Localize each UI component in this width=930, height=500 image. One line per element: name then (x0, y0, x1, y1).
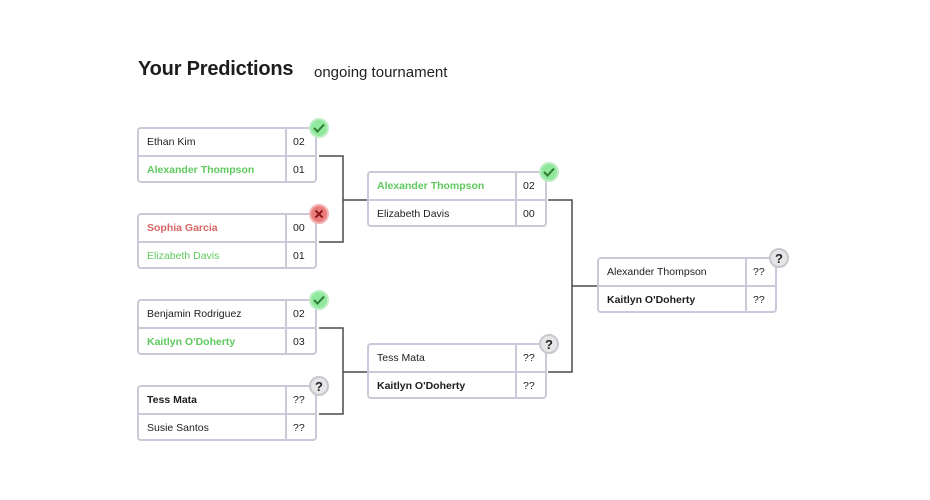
player-row: Kaitlyn O'Doherty?? (369, 371, 545, 399)
player-row: Ethan Kim 02 (139, 129, 315, 155)
player-name: Tess Mata (147, 394, 197, 406)
player-score: ?? (515, 345, 545, 371)
player-score: 02 (285, 129, 315, 155)
player-name: Kaitlyn O'Doherty (607, 294, 696, 306)
player-row: Kaitlyn O'Doherty 03 (139, 327, 315, 355)
player-score: ?? (285, 415, 315, 441)
checkmark-icon (309, 118, 329, 138)
player-name: Kaitlyn O'Doherty (147, 336, 236, 348)
player-row: Alexander Thompson 01 (139, 155, 315, 183)
player-name: Sophia Garcia (147, 222, 218, 234)
player-name: Kaitlyn O'Doherty (377, 380, 466, 392)
player-name: Tess Mata (377, 352, 425, 364)
player-score: 02 (515, 173, 545, 199)
question-icon: ? (539, 334, 559, 354)
player-row: Tess Mata?? (139, 387, 315, 413)
player-score: 00 (285, 215, 315, 241)
page-subtitle: ongoing tournament (314, 64, 448, 81)
player-name: Alexander Thompson (607, 266, 707, 278)
player-score: ?? (285, 387, 315, 413)
player-score: 01 (285, 243, 315, 269)
player-name: Elizabeth Davis (147, 250, 220, 262)
player-row: Elizabeth Davis 00 (369, 199, 545, 227)
player-name: Ethan Kim (147, 136, 196, 148)
page-title: Your Predictions (138, 58, 294, 80)
player-score: 02 (285, 301, 315, 327)
player-score: ?? (515, 373, 545, 399)
player-row: Alexander Thompson 02 (369, 173, 545, 199)
player-row: Susie Santos?? (139, 413, 315, 441)
player-row: Tess Mata?? (369, 345, 545, 371)
player-row: Sophia Garcia 00 (139, 215, 315, 241)
player-score: 03 (285, 329, 315, 355)
match-r1-1[interactable]: Ethan Kim 02 Alexander Thompson 01 (137, 127, 317, 183)
match-r1-2[interactable]: Sophia Garcia 00 Elizabeth Davis 01 (137, 213, 317, 269)
player-name: Elizabeth Davis (377, 208, 450, 220)
match-r1-3[interactable]: Benjamin Rodriguez 02 Kaitlyn O'Doherty 03 (137, 299, 317, 355)
player-name: Susie Santos (147, 422, 209, 434)
checkmark-icon (539, 162, 559, 182)
player-score: 00 (515, 201, 545, 227)
checkmark-icon (309, 290, 329, 310)
question-icon: ? (309, 376, 329, 396)
player-score: ?? (745, 259, 775, 285)
match-r2-1[interactable]: Alexander Thompson 02 Elizabeth Davis 00 (367, 171, 547, 227)
player-row: Kaitlyn O'Doherty?? (599, 285, 775, 313)
match-r1-4[interactable]: Tess Mata?? Susie Santos?? (137, 385, 317, 441)
match-r2-2[interactable]: Tess Mata?? Kaitlyn O'Doherty?? (367, 343, 547, 399)
player-score: ?? (745, 287, 775, 313)
match-final[interactable]: Alexander Thompson?? Kaitlyn O'Doherty?? (597, 257, 777, 313)
player-name: Alexander Thompson (147, 164, 255, 176)
player-row: Elizabeth Davis 01 (139, 241, 315, 269)
player-row: Alexander Thompson?? (599, 259, 775, 285)
player-name: Alexander Thompson (377, 180, 485, 192)
question-icon: ? (769, 248, 789, 268)
cross-icon (309, 204, 329, 224)
player-score: 01 (285, 157, 315, 183)
player-row: Benjamin Rodriguez 02 (139, 301, 315, 327)
player-name: Benjamin Rodriguez (147, 308, 242, 320)
